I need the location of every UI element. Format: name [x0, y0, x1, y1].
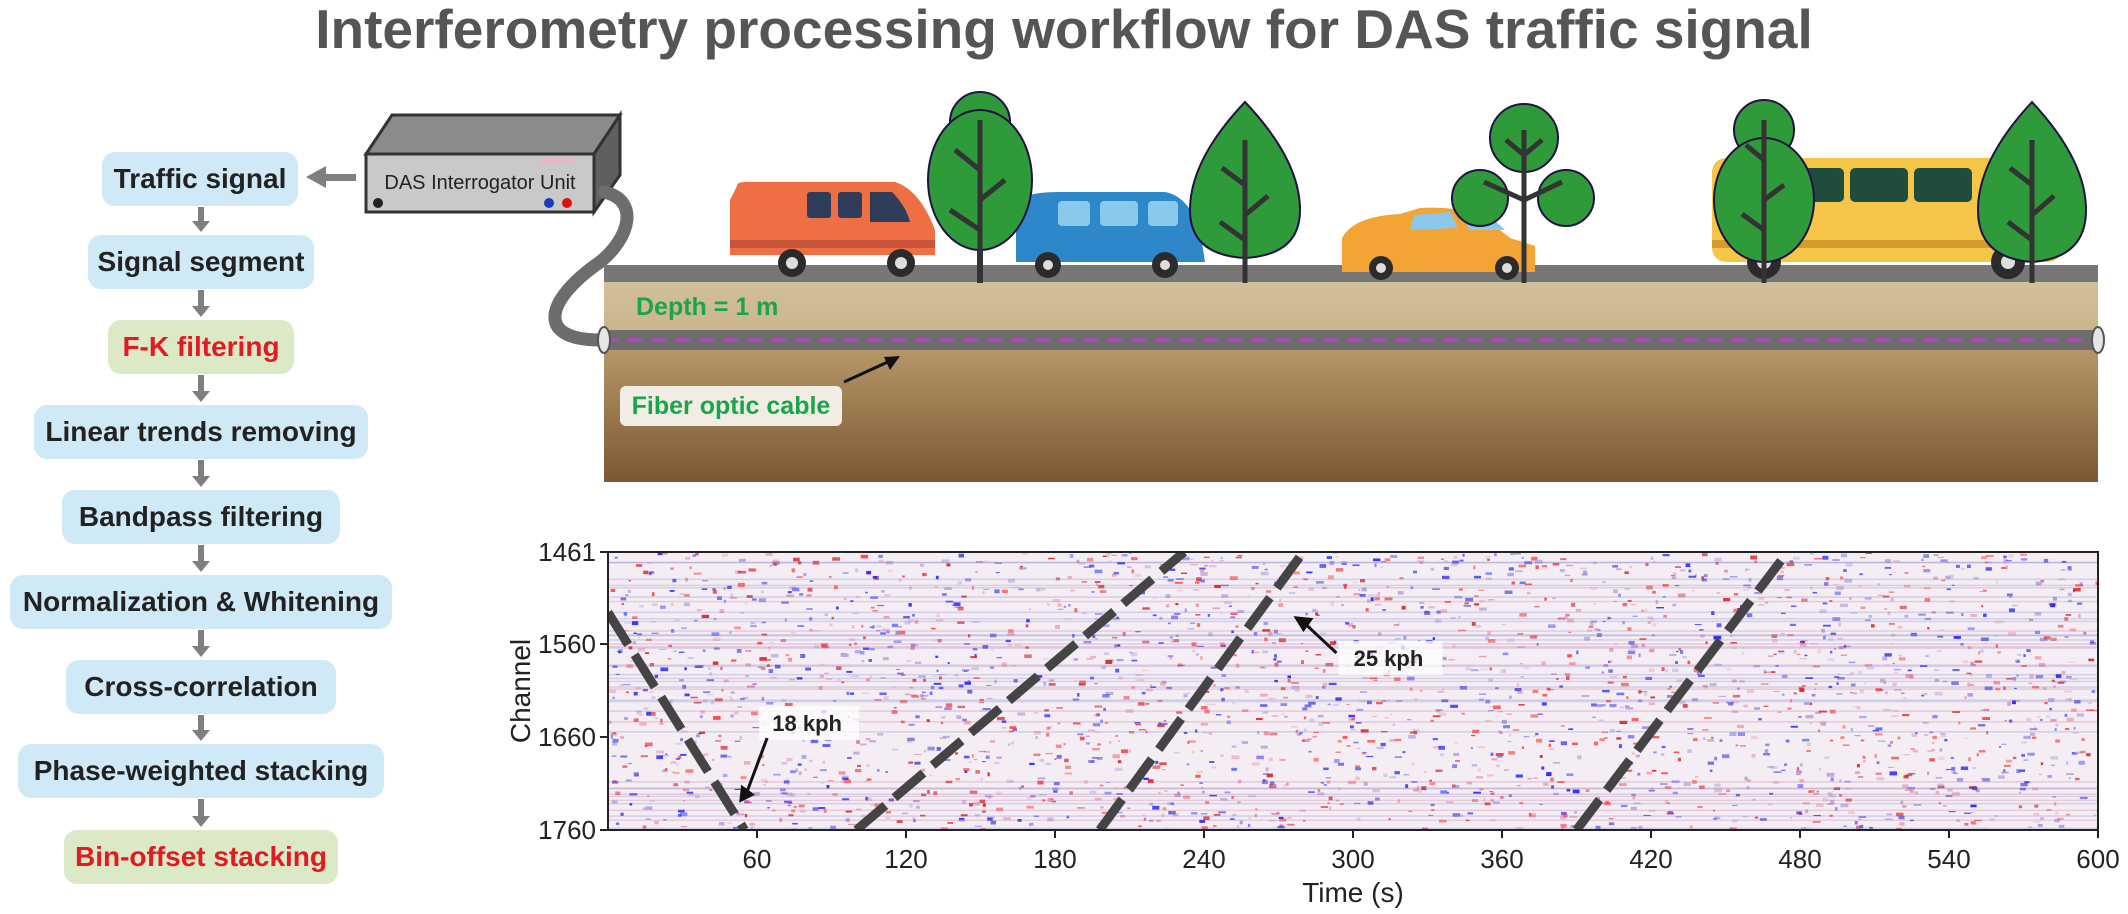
das-interrogator-unit-box: [363, 110, 623, 217]
step-normalization-whitening: Normalization & Whitening: [10, 575, 392, 629]
x-tick-label: 600: [2076, 844, 2119, 874]
cable-pointer-line: [843, 358, 893, 384]
vehicle-track-line: [853, 552, 1188, 830]
heatmap-noise: [608, 552, 2098, 830]
interrogator-label: DAS Interrogator Unit: [384, 172, 576, 194]
step-linear-trends-removing: Linear trends removing: [34, 405, 368, 459]
step-fk-filtering: F-K filtering: [108, 320, 294, 374]
step-bandpass-filtering: Bandpass filtering: [62, 490, 340, 544]
step-traffic-signal: Traffic signal: [102, 152, 298, 206]
tree-illustration: [1188, 100, 1302, 283]
x-tick-label: 60: [743, 844, 772, 874]
cable-lead: [548, 185, 634, 347]
cable-pointer-head: [884, 356, 900, 370]
x-tick-label: 120: [884, 844, 927, 874]
vehicle-track-line: [1096, 552, 1307, 830]
tree-illustration: [1451, 103, 1595, 283]
annotation-box: [1338, 641, 1443, 675]
vehicle-track-line: [1572, 552, 1792, 830]
x-tick-label: 360: [1480, 844, 1523, 874]
step-signal-segment: Signal segment: [88, 235, 314, 289]
annotation-arrow-head: [1293, 616, 1314, 633]
y-tick-label: 1461: [538, 537, 596, 567]
step-bin-offset-stacking: Bin-offset stacking: [64, 830, 338, 884]
x-tick-label: 480: [1778, 844, 1821, 874]
fiber-optic-cable: [597, 326, 2105, 354]
y-tick-label: 1660: [538, 722, 596, 752]
tree-illustration: [927, 91, 1033, 283]
annotation-18-kph: 18 kph: [772, 711, 842, 736]
cable-label-box: [620, 386, 842, 426]
y-tick-label: 1760: [538, 815, 596, 845]
x-tick-label: 420: [1629, 844, 1672, 874]
annotation-box: [759, 706, 860, 740]
annotation-arrow-line: [1304, 623, 1338, 655]
depth-label: Depth = 1 m: [636, 293, 778, 321]
vehicle-track-line: [608, 610, 749, 830]
y-axis-label: Channel: [505, 639, 536, 743]
x-axis-label: Time (s): [1302, 877, 1404, 908]
tree-illustration: [1976, 100, 2088, 283]
x-tick-label: 540: [1927, 844, 1970, 874]
annotation-arrow-line: [743, 737, 769, 798]
step-cross-correlation: Cross-correlation: [66, 660, 336, 714]
figure-title: Interferometry processing workflow for D…: [315, 0, 1813, 60]
annotation-25-kph: 25 kph: [1354, 646, 1424, 671]
interrogator-to-signal-arrow: [306, 166, 356, 188]
cable-label: Fiber optic cable: [632, 392, 831, 420]
orange-van-illustration: [730, 182, 935, 277]
annotation-arrow-head: [739, 784, 756, 803]
x-tick-label: 240: [1182, 844, 1225, 874]
x-tick-label: 180: [1033, 844, 1076, 874]
y-tick-label: 1560: [538, 629, 596, 659]
step-phase-weighted-stacking: Phase-weighted stacking: [18, 744, 384, 798]
x-tick-label: 300: [1331, 844, 1374, 874]
blue-car-illustration: [1016, 192, 1205, 278]
tree-illustration: [1713, 99, 1815, 283]
